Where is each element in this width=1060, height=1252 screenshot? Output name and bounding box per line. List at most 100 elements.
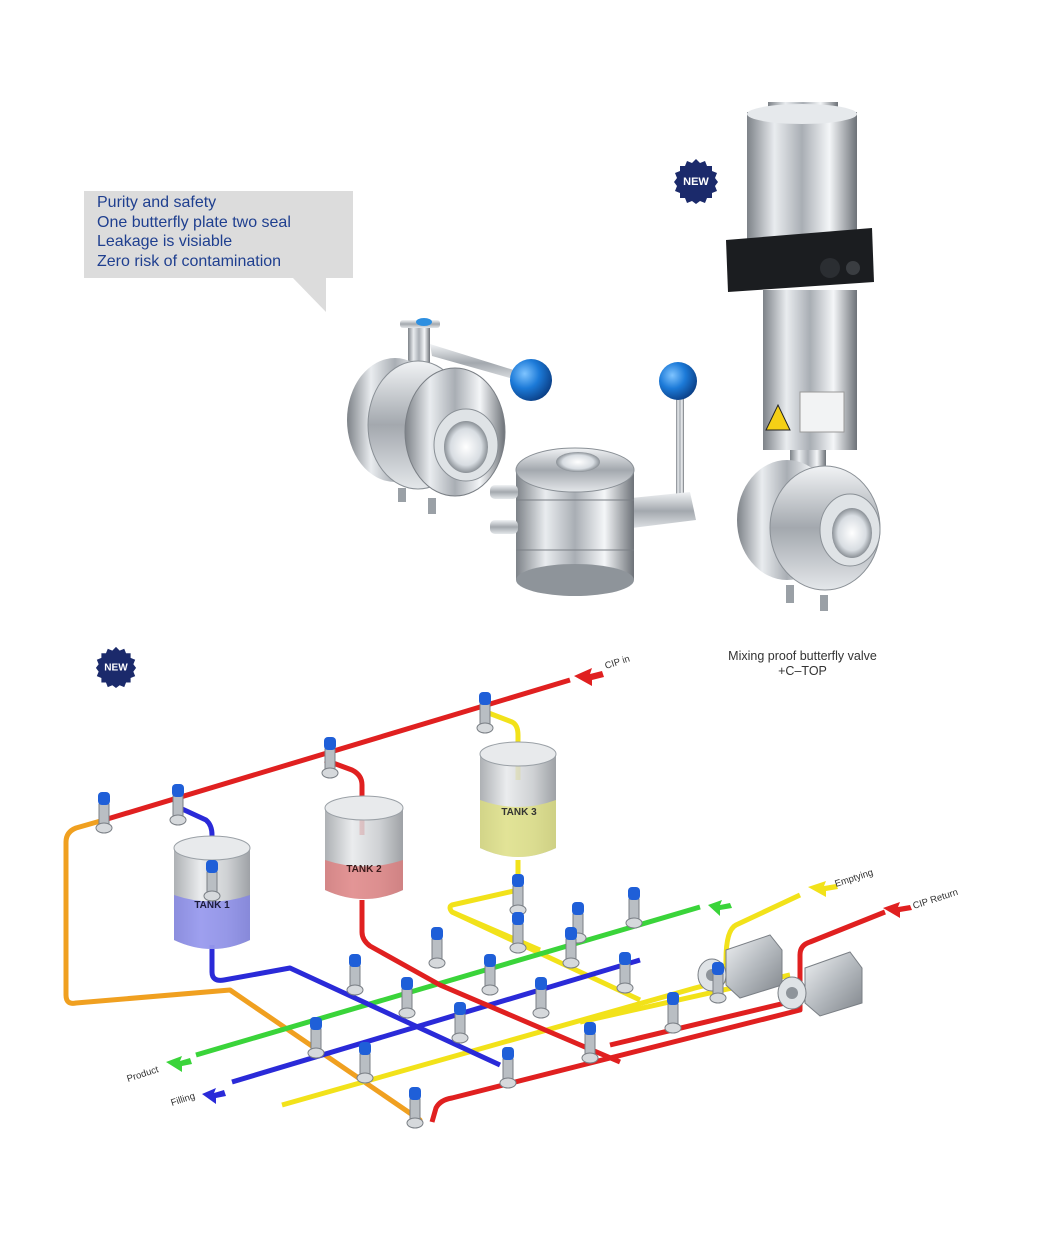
- new-badge-top: NEW: [674, 159, 718, 204]
- valve-housing: [169, 814, 187, 826]
- actuated-valve: [169, 784, 187, 826]
- valve-housing: [509, 942, 527, 954]
- valve-housing: [356, 1072, 374, 1084]
- actuated-valve: [664, 992, 682, 1034]
- valve-housing: [664, 1022, 682, 1034]
- cip-in-label: CIP in: [604, 653, 632, 671]
- handle-knob-icon: [510, 359, 552, 401]
- feature-line: Zero risk of contamination: [97, 252, 282, 270]
- valve-cap-icon: [512, 912, 524, 925]
- feature-list: Purity and safety One butterfly plate tw…: [97, 193, 291, 271]
- valve-cap-icon: [484, 954, 496, 967]
- valve-cap-icon: [565, 927, 577, 940]
- valve-cap-icon: [98, 792, 110, 805]
- valve-housing: [346, 984, 364, 996]
- valve-housing: [307, 1047, 325, 1059]
- actuated-valve: [625, 887, 643, 929]
- valve-caption-line1: Mixing proof butterfly valve: [728, 649, 877, 663]
- feature-callout-box: [84, 191, 353, 278]
- lever-knob-icon: [659, 362, 697, 400]
- valve-cap-icon: [206, 860, 218, 873]
- actuated-valve: [616, 952, 634, 994]
- filling-arrow-icon: [202, 1088, 226, 1104]
- valve-cap-icon: [324, 737, 336, 750]
- feature-callout-tail: [292, 277, 326, 312]
- valve-caption-line2: +C–TOP: [778, 664, 827, 678]
- valve-cap-icon: [619, 952, 631, 965]
- emptying-arrow-icon: [808, 881, 838, 897]
- valve-housing: [451, 1032, 469, 1044]
- new-badge-bottom-star: [95, 646, 137, 688]
- centrifugal-pump-2: [777, 951, 863, 1017]
- feature-line: Purity and safety: [97, 194, 217, 211]
- valve-housing: [481, 984, 499, 996]
- tank-1-label: TANK 1: [194, 900, 230, 911]
- actuated-valve: [509, 874, 527, 916]
- flow-arrows: [166, 668, 912, 1104]
- tank-3: TANK 3: [479, 741, 557, 857]
- valve-housing: [203, 890, 221, 902]
- manual-butterfly-valve-b: [490, 362, 697, 596]
- valve-housing: [562, 957, 580, 969]
- product-arrow-icon: [166, 1056, 192, 1072]
- cip-in-arrow-icon: [574, 668, 604, 686]
- feature-line: One butterfly plate two seal: [97, 213, 291, 231]
- actuated-valve: [203, 860, 221, 902]
- drain-pipe: [63, 817, 423, 1123]
- manual-butterfly-valve-a: [347, 318, 552, 514]
- centrifugal-pump-1: [697, 934, 783, 999]
- product-pipe: [195, 904, 701, 1058]
- new-badge-bottom: NEW: [95, 646, 137, 688]
- actuated-valve: [346, 954, 364, 996]
- feature-line: Leakage is visiable: [97, 233, 233, 251]
- actuated-valve: [356, 1042, 374, 1084]
- valve-housing: [406, 1117, 424, 1129]
- valve-housing: [95, 822, 113, 834]
- valve-cap-icon: [479, 692, 491, 705]
- valve-cap-icon: [172, 784, 184, 797]
- actuated-valve: [499, 1047, 517, 1089]
- valve-cap-icon: [584, 1022, 596, 1035]
- valve-cap-icon: [431, 927, 443, 940]
- valve-cap-icon: [535, 977, 547, 990]
- actuated-valve: [532, 977, 550, 1019]
- mixing-proof-butterfly-valve: [726, 102, 881, 611]
- valve-housing: [616, 982, 634, 994]
- valve-housing: [499, 1077, 517, 1089]
- emptying-out-arrow-icon: [708, 900, 732, 916]
- valve-cap-icon: [359, 1042, 371, 1055]
- cip-return-label: CIP Return: [912, 887, 960, 912]
- actuated-valve: [562, 927, 580, 969]
- valve-cap-icon: [667, 992, 679, 1005]
- actuated-valve: [95, 792, 113, 834]
- valve-cap-icon: [401, 977, 413, 990]
- valve-cap-icon: [349, 954, 361, 967]
- actuated-valve: [406, 1087, 424, 1129]
- actuated-valve: [307, 1017, 325, 1059]
- valve-cap-icon: [502, 1047, 514, 1060]
- valve-cap-icon: [712, 962, 724, 975]
- valve-cap-icon: [310, 1017, 322, 1030]
- tank-2: TANK 2: [324, 795, 404, 899]
- tank-3-label: TANK 3: [501, 807, 537, 818]
- new-badge-top-star: [674, 159, 718, 204]
- valve-housing: [709, 992, 727, 1004]
- actuated-valve: [428, 927, 446, 969]
- valve-group: [95, 692, 727, 1129]
- valve-housing: [428, 957, 446, 969]
- cip-return-arrow-icon: [883, 902, 912, 918]
- valve-illustrations: [347, 102, 881, 611]
- actuated-valve: [321, 737, 339, 779]
- valve-cap-icon: [454, 1002, 466, 1015]
- actuated-valve: [398, 977, 416, 1019]
- actuated-valve: [581, 1022, 599, 1064]
- actuated-valve: [509, 912, 527, 954]
- valve-cap-icon: [572, 902, 584, 915]
- valve-caption: Mixing proof butterfly valve +C–TOP: [705, 649, 900, 679]
- product-label: Product: [126, 1064, 161, 1085]
- valve-housing: [625, 917, 643, 929]
- new-badge-top-label: NEW: [683, 176, 709, 188]
- actuated-valve: [709, 962, 727, 1004]
